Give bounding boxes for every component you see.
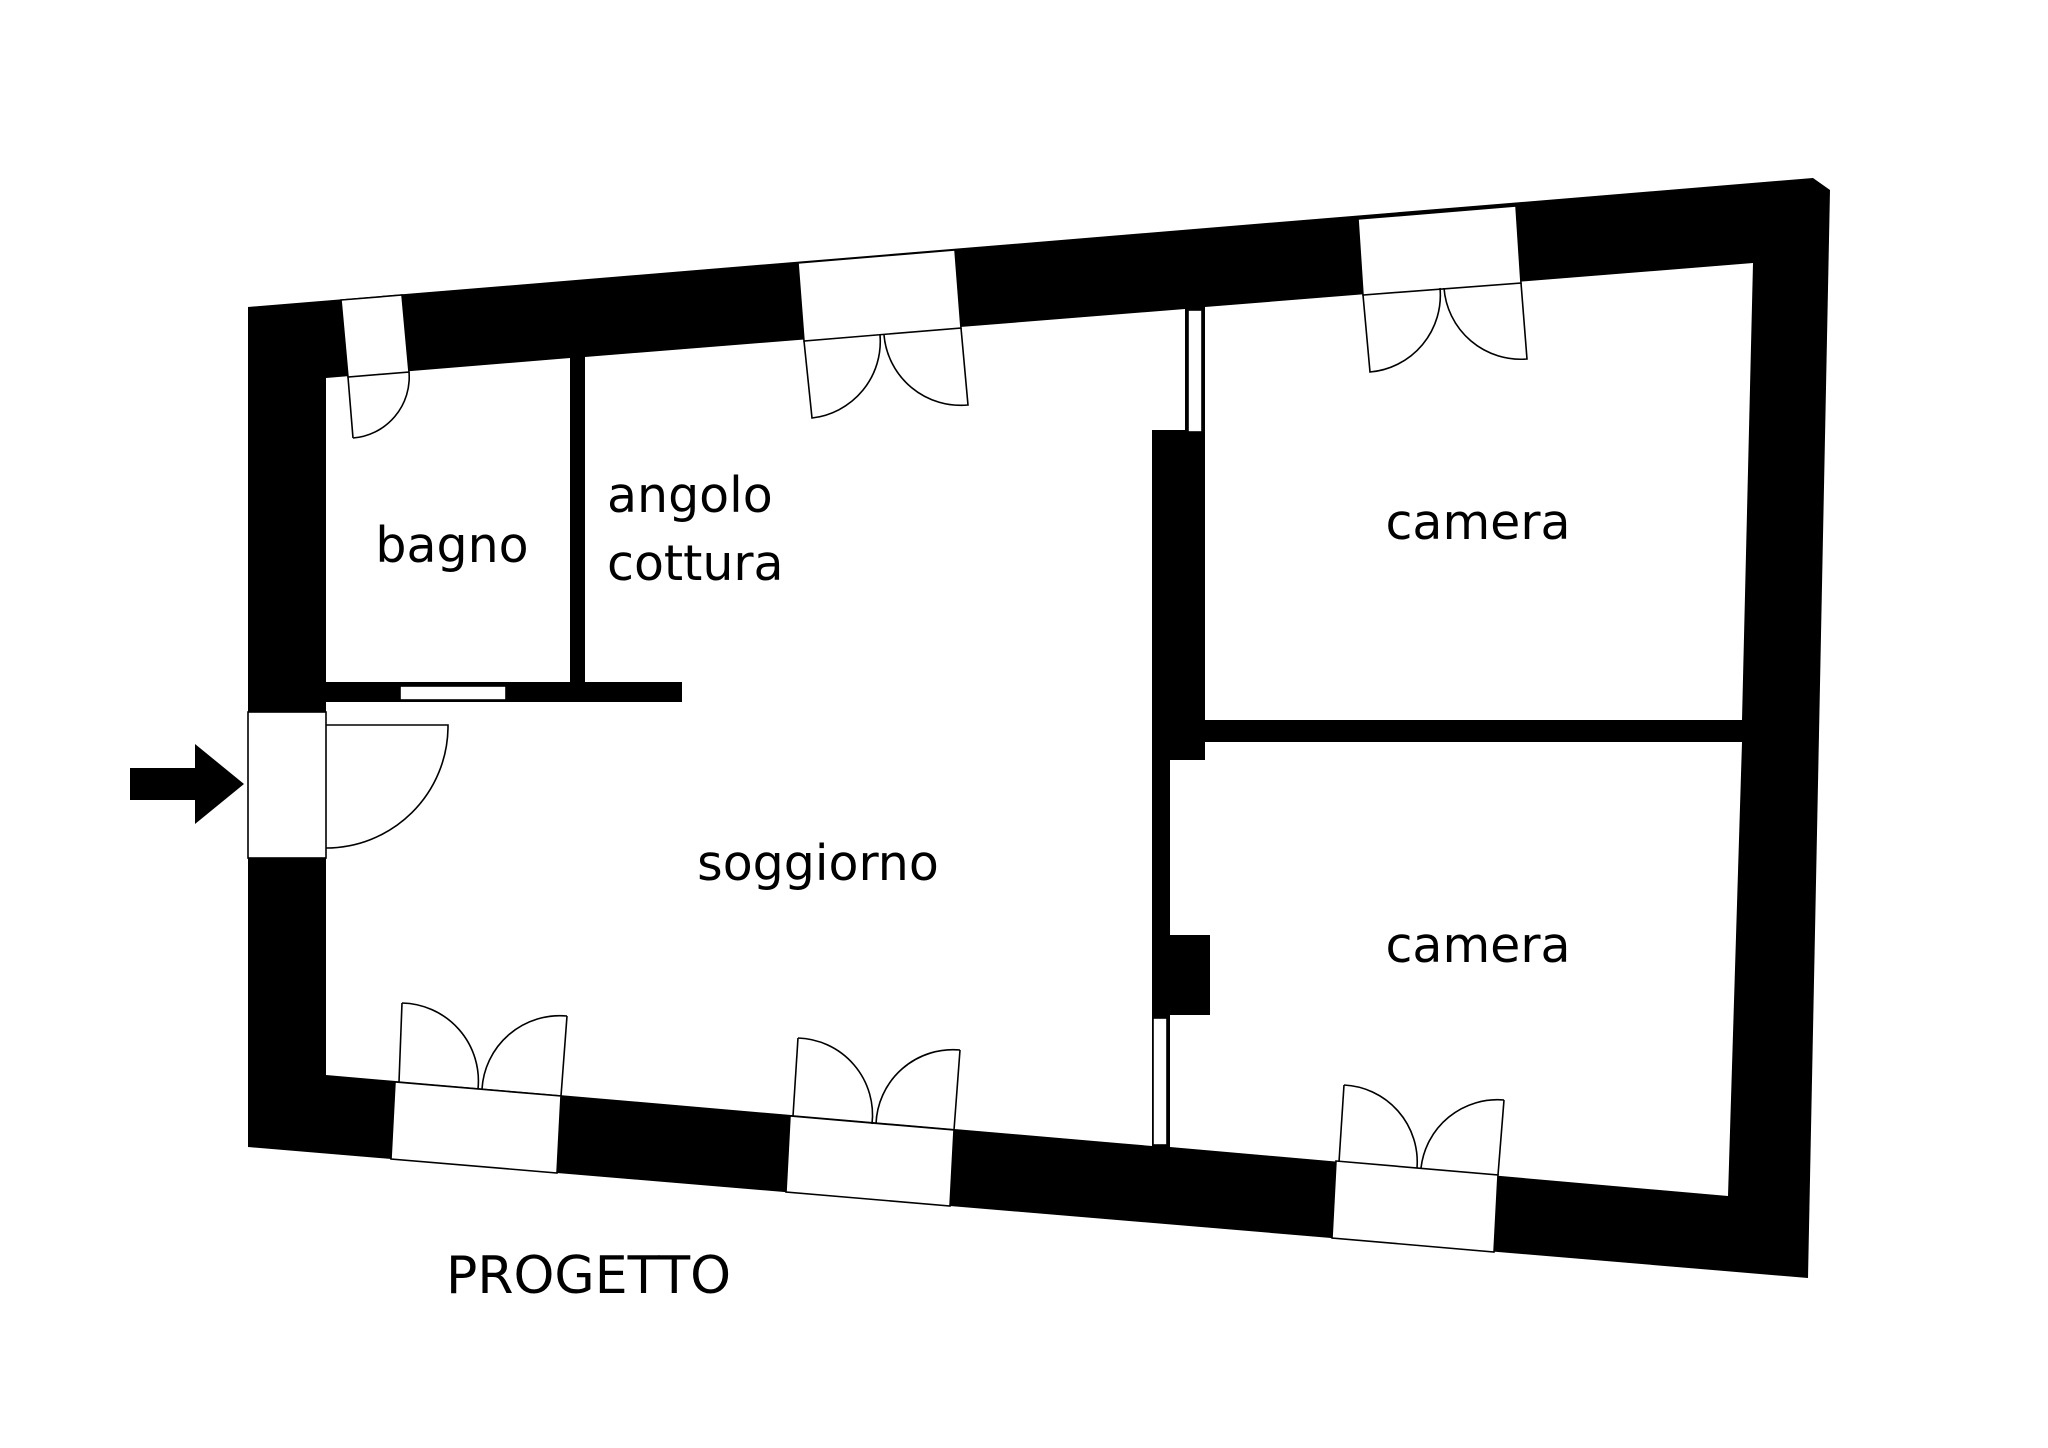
entrance-door-opening [247, 711, 327, 859]
room-camera-top [1205, 263, 1753, 720]
wall-niche [1152, 935, 1210, 1015]
door-swing-entrance [325, 724, 449, 849]
door-swing-soggiorno-right [792, 1037, 961, 1131]
label-angolo-line2: cottura [607, 535, 784, 592]
door-swing-camera-bottom [1338, 1084, 1505, 1176]
door-swing-bagno [347, 371, 411, 439]
room-angolo-cottura [585, 309, 1185, 702]
label-soggiorno: soggiorno [697, 835, 939, 892]
window-kitchen [797, 249, 962, 342]
wall-central [1152, 430, 1205, 760]
plan-title: PROGETTO [446, 1246, 731, 1306]
opening-hall-bottom [1152, 1017, 1168, 1146]
door-swing-kitchen [803, 327, 969, 419]
door-swing-soggiorno-left [398, 1002, 568, 1097]
room-bagno [326, 358, 570, 682]
label-angolo-line1: angolo [607, 467, 773, 524]
door-swing-camera-top [1362, 282, 1528, 373]
wall-camera-divider [1205, 720, 1742, 742]
label-camera-bottom: camera [1385, 917, 1570, 974]
opening-bagno-door [399, 685, 507, 701]
window-camera-top [1357, 205, 1522, 296]
room-camera-bottom [1170, 742, 1742, 1196]
label-camera-top: camera [1385, 494, 1570, 551]
room-soggiorno [326, 702, 1152, 1146]
opening-hall-top [1187, 309, 1203, 433]
label-bagno: bagno [375, 517, 528, 574]
wall-bagno-kitchen [570, 358, 585, 686]
window-bagno [340, 294, 410, 378]
arrow-right-icon [130, 744, 244, 824]
window-soggiorno-left [390, 1081, 562, 1174]
window-camera-bottom [1331, 1160, 1499, 1253]
window-soggiorno-right [785, 1115, 955, 1207]
